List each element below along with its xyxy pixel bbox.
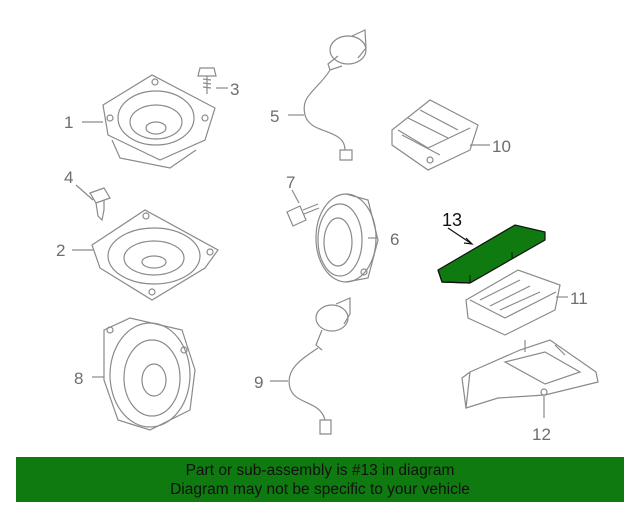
part-9-tweeter[interactable] <box>270 297 351 435</box>
part-12-bracket[interactable] <box>461 339 599 418</box>
banner-line-1: Part or sub-assembly is #13 in diagram <box>185 462 455 479</box>
callout-10: 10 <box>492 137 511 156</box>
callout-4: 4 <box>64 168 73 187</box>
parts-diagram: 1 3 4 2 8 <box>56 29 599 444</box>
callout-2: 2 <box>56 241 65 260</box>
callout-1: 1 <box>64 113 73 132</box>
part-5-tweeter[interactable] <box>288 29 367 161</box>
callout-8: 8 <box>74 369 83 388</box>
part-6-speaker[interactable] <box>315 193 379 283</box>
banner-line-2: Diagram may not be specific to your vehi… <box>170 481 470 498</box>
part-13-cover[interactable] <box>437 224 546 284</box>
part-2-speaker[interactable] <box>72 209 219 301</box>
callout-11: 11 <box>570 289 588 308</box>
part-7-screw[interactable] <box>286 189 320 227</box>
info-banner: Part or sub-assembly is #13 in diagram D… <box>16 457 624 502</box>
callout-7: 7 <box>286 173 295 192</box>
part-11-amplifier[interactable] <box>465 269 568 336</box>
part-4-clip[interactable] <box>75 184 111 222</box>
callout-3: 3 <box>230 80 239 99</box>
callout-13: 13 <box>442 210 462 230</box>
callout-12: 12 <box>532 425 551 444</box>
part-10-module[interactable] <box>391 99 490 171</box>
callout-9: 9 <box>254 373 263 392</box>
part-1-speaker[interactable] <box>82 74 216 169</box>
part-3-bolt[interactable] <box>197 67 228 94</box>
callout-6: 6 <box>390 230 399 249</box>
callout-5: 5 <box>270 107 279 126</box>
part-8-speaker[interactable] <box>92 317 196 431</box>
